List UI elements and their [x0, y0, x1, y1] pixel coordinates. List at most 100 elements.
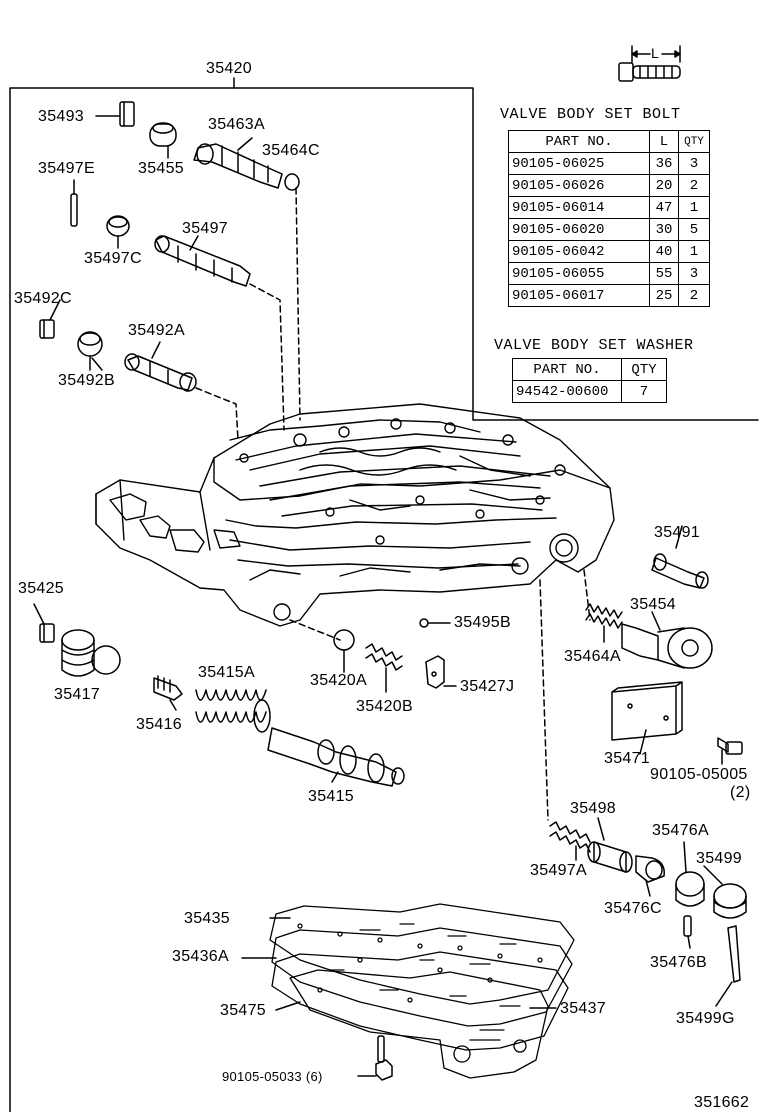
part-35476A	[675, 841, 705, 907]
bolt-qty: 1	[678, 240, 710, 263]
part-35463A-valve	[193, 137, 300, 191]
dimension-label: L	[651, 45, 660, 61]
part-35476C	[635, 855, 665, 883]
figure-number: 351662	[694, 1094, 750, 1111]
washer-table-header-row: PART NO. QTY	[512, 358, 667, 381]
part-label-35415A: 35415A	[198, 664, 255, 681]
part-label-35499G: 35499G	[676, 1010, 735, 1027]
part-label-35495B: 35495B	[454, 614, 511, 631]
part-label-35491: 35491	[654, 524, 700, 541]
bolt-part-no: 90105-06026	[508, 174, 650, 197]
bolt-header-part-no: PART NO.	[508, 130, 650, 153]
bolt-length: 36	[649, 152, 679, 175]
part-label-35463A: 35463A	[208, 116, 265, 133]
part-35497E-pin	[70, 179, 78, 227]
bolt-length: 20	[649, 174, 679, 197]
part-35415-valve	[267, 727, 405, 787]
bolt-part-no: 90105-06042	[508, 240, 650, 263]
part-label-35464C: 35464C	[262, 142, 320, 159]
bolt-qty: 3	[678, 152, 710, 175]
table-row: 90105-06055 55 3	[508, 262, 710, 285]
part-90105-05005-bolt	[717, 737, 743, 765]
washer-table-title: VALVE BODY SET WASHER	[494, 337, 694, 354]
part-label-35476C: 35476C	[604, 900, 662, 917]
bolt-table-title: VALVE BODY SET BOLT	[500, 106, 681, 123]
part-35415A-spring	[195, 689, 271, 733]
part-label-35427J: 35427J	[460, 678, 515, 695]
table-row: 94542-00600 7	[512, 380, 667, 403]
part-label-35492C: 35492C	[14, 290, 72, 307]
part-35464A-spring	[585, 603, 623, 643]
part-35492C	[39, 319, 55, 339]
group-boundary-frame	[9, 87, 759, 1112]
part-label-35416: 35416	[136, 716, 182, 733]
bolt-qty: 1	[678, 196, 710, 219]
table-row: 90105-06017 25 2	[508, 284, 710, 307]
part-35491-valve	[651, 553, 709, 589]
part-label-35415: 35415	[308, 788, 354, 805]
bolt-qty: 3	[678, 262, 710, 285]
part-label-35493: 35493	[38, 108, 84, 125]
part-label-35498: 35498	[570, 800, 616, 817]
bolt-part-no: 90105-06014	[508, 196, 650, 219]
part-35498-sleeve	[587, 817, 633, 873]
part-35499G-pin	[727, 925, 741, 983]
part-label-35425: 35425	[18, 580, 64, 597]
part-35417-cup	[61, 629, 121, 677]
valve-body-assembly	[95, 403, 615, 627]
part-label-35454: 35454	[630, 596, 676, 613]
part-90105-05033-bolt	[375, 1035, 393, 1081]
bolt-qty: 2	[678, 284, 710, 307]
part-label-35420A: 35420A	[310, 672, 367, 689]
part-35420A-ball	[333, 629, 355, 673]
part-35476B-pin	[683, 915, 692, 937]
part-35471-plate	[611, 681, 683, 741]
part-label-35497A: 35497A	[530, 862, 587, 879]
table-row: 90105-06014 47 1	[508, 196, 710, 219]
bolt-length: 30	[649, 218, 679, 241]
bolt-qty: 5	[678, 218, 710, 241]
table-row: 90105-06026 20 2	[508, 174, 710, 197]
bolt-table: PART NO. L QTY 90105-06025 36 3 90105-06…	[508, 130, 710, 307]
part-35499	[713, 883, 747, 919]
washer-header-part-no: PART NO.	[512, 358, 622, 381]
part-35492B	[77, 331, 103, 371]
bolt-length: 47	[649, 196, 679, 219]
washer-table: PART NO. QTY 94542-00600 7	[512, 358, 667, 403]
part-label-35476A: 35476A	[652, 822, 709, 839]
part-label-35475: 35475	[220, 1002, 266, 1019]
table-row: 90105-06042 40 1	[508, 240, 710, 263]
washer-header-qty: QTY	[621, 358, 667, 381]
bolt-length: 40	[649, 240, 679, 263]
part-label-35417: 35417	[54, 686, 100, 703]
bolt-qty: 2	[678, 174, 710, 197]
group-label: 35420	[206, 60, 252, 77]
part-label-35435: 35435	[184, 910, 230, 927]
bolt-length: 25	[649, 284, 679, 307]
table-row: 90105-06020 30 5	[508, 218, 710, 241]
part-label-90105-05005: 90105-05005	[650, 766, 748, 783]
part-label-35436A: 35436A	[172, 948, 229, 965]
dashed-leaders	[195, 187, 591, 821]
part-label-35497E: 35497E	[38, 160, 95, 177]
part-label-35464A: 35464A	[564, 648, 621, 665]
part-label-35420B: 35420B	[356, 698, 413, 715]
part-label-35497C: 35497C	[84, 250, 142, 267]
part-35497A-spring	[549, 821, 591, 861]
table-row: 90105-06025 36 3	[508, 152, 710, 175]
part-label-90105-05033: 90105-05033 (6)	[222, 1069, 323, 1084]
part-35420B-spring	[365, 643, 403, 693]
bolt-part-no: 90105-06020	[508, 218, 650, 241]
separator-plates-gaskets	[269, 903, 575, 1079]
washer-qty: 7	[621, 380, 667, 403]
bolt-part-no: 90105-06055	[508, 262, 650, 285]
label-leaders	[33, 299, 733, 1077]
part-label-35499: 35499	[696, 850, 742, 867]
part-label-35497: 35497	[182, 220, 228, 237]
bolt-part-no: 90105-06017	[508, 284, 650, 307]
part-35497C	[106, 215, 130, 249]
bolt-part-no: 90105-06025	[508, 152, 650, 175]
bolt-table-header-row: PART NO. L QTY	[508, 130, 710, 153]
part-label-35471: 35471	[604, 750, 650, 767]
